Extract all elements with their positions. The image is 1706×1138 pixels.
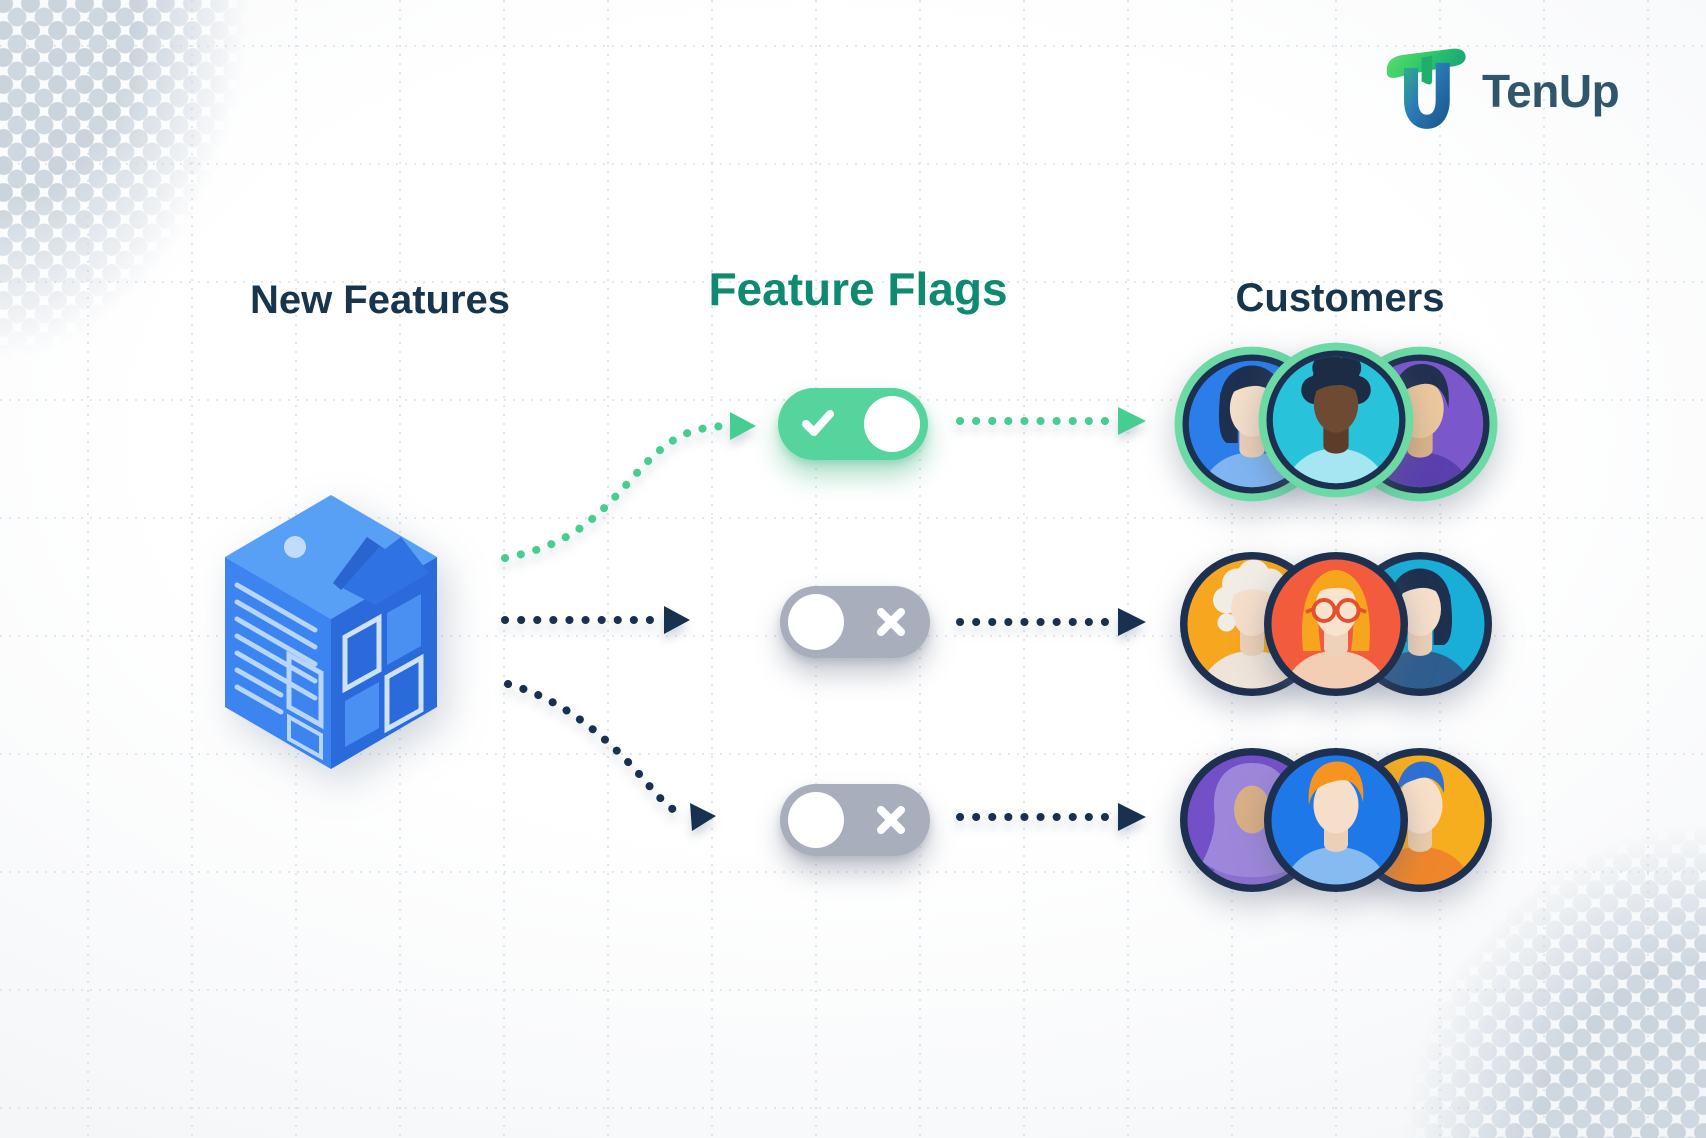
heading-customers: Customers (1235, 276, 1445, 320)
x-icon (877, 806, 905, 834)
heading-new-features: New Features (249, 278, 511, 322)
heading-feature-flags: Feature Flags (708, 263, 1008, 315)
new-feature-cube-icon (225, 495, 437, 769)
tenup-logo: TenUp (1382, 44, 1620, 138)
avatar-man-ginger-hair-blue (1264, 748, 1408, 892)
feature-flag-toggle-2[interactable] (780, 586, 930, 658)
x-icon (877, 608, 905, 636)
toggle-knob[interactable] (788, 594, 844, 650)
feature-flag-toggle-1[interactable] (778, 388, 928, 460)
feature-flag-toggle-3[interactable] (780, 784, 930, 856)
tenup-logo-mark-icon (1386, 48, 1466, 129)
avatar-woman-glasses-red (1264, 552, 1408, 696)
avatar-man-afro-teal (1258, 342, 1414, 498)
tenup-logo-text: TenUp (1482, 65, 1620, 117)
toggle-knob[interactable] (864, 396, 920, 452)
check-icon (802, 410, 834, 436)
toggle-knob[interactable] (788, 792, 844, 848)
